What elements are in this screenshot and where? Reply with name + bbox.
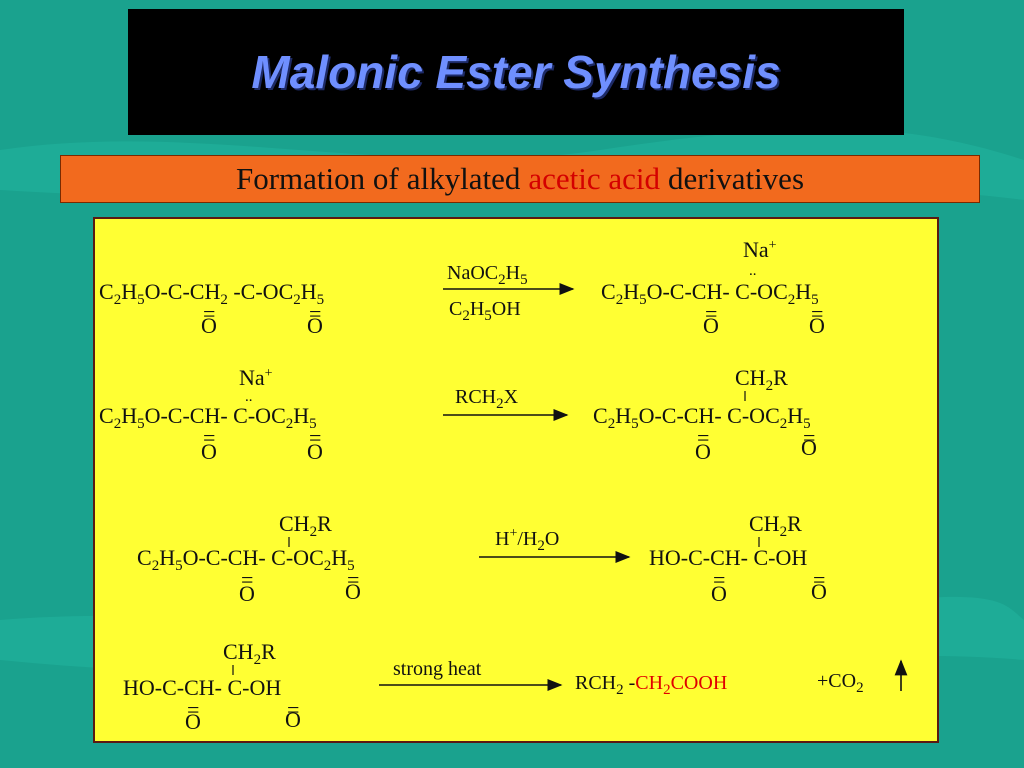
r3p-o-2: O: [811, 579, 827, 604]
r3-product-sidechain: CH2R: [749, 511, 802, 540]
r2-o-2: O: [307, 439, 323, 464]
r1-product-na: Na+: [743, 237, 777, 262]
r3-o-1: O: [239, 581, 255, 606]
subtitle-highlight: acetic acid: [528, 161, 660, 196]
r1-dbl-1: =: [203, 301, 215, 326]
r4-product-acid: RCH2 -CH2COOH: [575, 672, 727, 698]
r4-o-2: O: [285, 707, 301, 732]
reaction-2: Na+ .. C2H5O-C-CH- C-OC2H5 = O = O RCH2X…: [99, 365, 817, 464]
r1p-dbl-2: =: [811, 301, 823, 326]
r2p-o-1: O: [695, 439, 711, 464]
r2-reactant-na: Na+: [239, 365, 273, 390]
r1-product-formula: C2H5O-C-CH- C-OC2H5: [601, 279, 819, 308]
r4-reactant-formula: HO-C-CH- C-OH: [123, 675, 281, 700]
r2-dbl-2: =: [309, 425, 321, 450]
reaction-4: CH2R HO-C-CH- C-OH = O = O strong heat R…: [123, 639, 908, 734]
r1-dbl-2: =: [309, 301, 321, 326]
r2-reagent-top: RCH2X: [455, 386, 519, 412]
r2-o-1: O: [201, 439, 217, 464]
subtitle-part-1: Formation of: [235, 161, 399, 196]
r2p-o-2: O: [801, 435, 817, 460]
subtitle-part-2: alkylated: [406, 161, 521, 196]
r1-o-2: O: [307, 313, 323, 338]
r2-dbl-1: =: [203, 425, 215, 450]
reaction-scheme: C2H5O-C-CH2 -C-OC2H5 = O = O NaOC2H5 C2H…: [99, 237, 908, 734]
subtitle-box: Formation of alkylated acetic acid deriv…: [60, 155, 980, 203]
reaction-panel: C2H5O-C-CH2 -C-OC2H5 = O = O NaOC2H5 C2H…: [93, 217, 939, 743]
r2-product-sidechain: CH2R: [735, 365, 788, 394]
r2-product-formula: C2H5O-C-CH- C-OC2H5: [593, 403, 811, 432]
r1-reactant-formula: C2H5O-C-CH2 -C-OC2H5: [99, 279, 324, 308]
r3-reagent-top: H+/H2O: [495, 526, 559, 554]
r2p-dbl-1: =: [697, 425, 709, 450]
r2-lone-pair: ..: [245, 389, 253, 405]
r1p-o-1: O: [703, 313, 719, 338]
r2p-dbl-2: =: [803, 425, 815, 450]
r3-dbl-2: =: [347, 567, 359, 592]
subtitle-part-4: derivatives: [668, 161, 805, 196]
r3p-dbl-2: =: [813, 567, 825, 592]
r4-reagent-top: strong heat: [393, 658, 482, 680]
r2-reactant-formula: C2H5O-C-CH- C-OC2H5: [99, 403, 317, 432]
reaction-1: C2H5O-C-CH2 -C-OC2H5 = O = O NaOC2H5 C2H…: [99, 237, 825, 338]
r3-o-2: O: [345, 579, 361, 604]
slide-title: Malonic Ester Synthesis: [251, 46, 781, 98]
r1-reagent-top: NaOC2H5: [447, 262, 528, 288]
r3-reactant-formula: C2H5O-C-CH- C-OC2H5: [137, 545, 355, 574]
r3-reactant-sidechain: CH2R: [279, 511, 332, 540]
r4-reactant-sidechain: CH2R: [223, 639, 276, 668]
r3p-dbl-1: =: [713, 567, 725, 592]
r3p-o-1: O: [711, 581, 727, 606]
reaction-3: CH2R C2H5O-C-CH- C-OC2H5 = O = O H+/H2O …: [137, 511, 827, 606]
r1-o-1: O: [201, 313, 217, 338]
r1p-dbl-1: =: [705, 301, 717, 326]
r4-o-1: O: [185, 709, 201, 734]
title-box: Malonic Ester Synthesis: [128, 9, 904, 135]
r4-dbl-1: =: [187, 697, 199, 722]
r1-reagent-bottom: C2H5OH: [449, 298, 521, 324]
r1-lone-pair: ..: [749, 263, 757, 279]
r3-dbl-1: =: [241, 567, 253, 592]
r4-product-gas: +CO2: [817, 670, 864, 696]
r1p-o-2: O: [809, 313, 825, 338]
r4-dbl-2: =: [287, 697, 299, 722]
r3-product-formula: HO-C-CH- C-OH: [649, 545, 807, 570]
